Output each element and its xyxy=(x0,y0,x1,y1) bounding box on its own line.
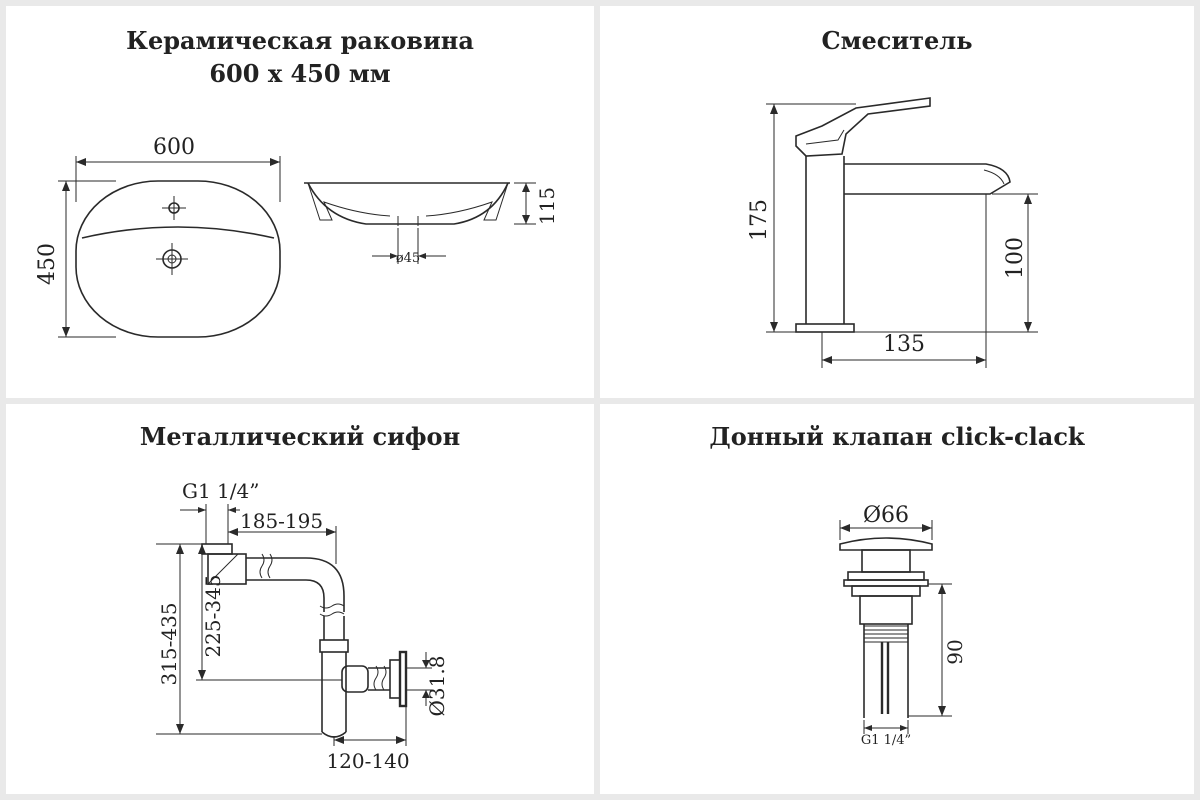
sink-title-line2: 600 x 450 мм xyxy=(209,59,391,88)
siphon-drawing: G1 1/4” 185-195 xyxy=(156,479,449,773)
valve-thread-dimension xyxy=(863,720,909,734)
sink-top-outline xyxy=(75,180,281,338)
sink-height-label: 115 xyxy=(535,187,559,225)
siphon-outlet-label: 120-140 xyxy=(326,749,409,773)
faucet-title: Смеситель xyxy=(821,26,973,55)
valve-length-dimension xyxy=(908,583,952,717)
faucet-reach-label: 135 xyxy=(883,332,925,357)
faucet-panel: Смеситель 175 xyxy=(600,6,1194,398)
sink-title-line1: Керамическая раковина xyxy=(126,26,474,55)
sink-depth-dimension xyxy=(58,180,116,338)
sink-panel: Керамическая раковина 600 x 450 мм 600 xyxy=(6,6,594,398)
spout-height-dimension xyxy=(854,193,1038,333)
siphon-thread-label: G1 1/4” xyxy=(182,479,259,503)
siphon-panel: Металлический сифон G1 1/4” 185-195 xyxy=(6,404,594,794)
valve-diameter-label: Ø66 xyxy=(863,503,909,528)
siphon-horizontal-dimension xyxy=(228,526,337,564)
faucet-drawing: 175 100 135 xyxy=(747,97,1038,368)
siphon-total-height-label: 315-435 xyxy=(157,602,181,685)
siphon-total-height-dimension xyxy=(156,543,322,735)
tap-hole-icon xyxy=(162,196,186,220)
sink-drawing: 600 450 ø45 xyxy=(35,135,559,338)
valve-drawing: Ø66 90 xyxy=(839,503,967,748)
valve-length-label: 90 xyxy=(943,639,967,664)
sink-top-rim xyxy=(81,226,275,239)
siphon-title: Металлический сифон xyxy=(139,422,461,451)
siphon-body xyxy=(201,543,408,738)
valve-body xyxy=(839,537,933,718)
siphon-thread-dimension xyxy=(180,504,240,544)
drain-diameter-label: ø45 xyxy=(396,251,420,266)
sink-title: Керамическая раковина 600 x 450 мм xyxy=(6,24,594,90)
drain-diameter-dimension xyxy=(372,228,446,264)
drain-hole-icon xyxy=(156,243,188,275)
siphon-pipe-diameter-dimension xyxy=(406,652,432,706)
faucet-outline xyxy=(795,97,1011,333)
sink-depth-label: 450 xyxy=(35,243,60,285)
sink-width-dimension xyxy=(75,156,281,202)
siphon-pipe-diameter-label: Ø31.8 xyxy=(425,656,449,717)
spout-height-label: 100 xyxy=(1003,237,1028,279)
valve-diameter-dimension xyxy=(839,520,933,540)
valve-panel: Донный клапан click-clack Ø66 xyxy=(600,404,1194,794)
sink-width-label: 600 xyxy=(153,135,195,160)
siphon-inlet-height-label: 225-345 xyxy=(201,574,225,657)
faucet-reach-dimension xyxy=(821,194,987,368)
siphon-inlet-height-dimension xyxy=(196,544,342,681)
valve-title: Донный клапан click-clack xyxy=(709,422,1085,451)
faucet-height-label: 175 xyxy=(747,199,772,241)
siphon-horizontal-label: 185-195 xyxy=(240,509,323,533)
siphon-outlet-dimension xyxy=(333,706,407,746)
sink-side-view xyxy=(304,182,510,226)
valve-thread-label: G1 1/4” xyxy=(861,733,911,748)
faucet-height-dimension xyxy=(766,103,856,333)
sink-height-dimension xyxy=(514,182,536,225)
